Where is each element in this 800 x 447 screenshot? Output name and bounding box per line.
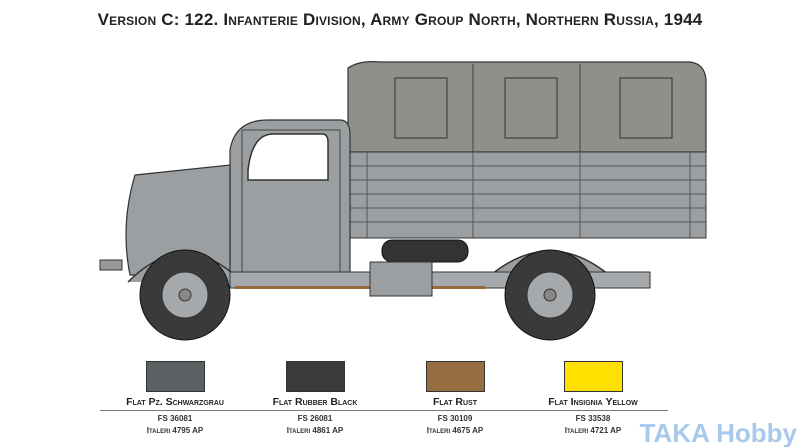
- spare-tire: [381, 239, 469, 263]
- swatch-color-box: [425, 361, 485, 392]
- swatch-name: Flat Rust: [380, 396, 530, 411]
- color-swatch-rubber-black: Flat Rubber Black FS 26081 Italeri 4861 …: [240, 361, 390, 435]
- swatch-fs-code: FS 30109: [437, 414, 473, 423]
- color-swatch-schwarzgrau: Flat Pz. Schwarzgrau FS 36081 Italeri 47…: [100, 361, 250, 435]
- swatch-name: Flat Rubber Black: [240, 396, 390, 411]
- swatch-fs-code: FS 36081: [157, 414, 193, 423]
- swatch-name: Flat Pz. Schwarzgrau: [100, 396, 250, 411]
- front-bumper: [99, 259, 123, 271]
- swatch-fs-code: FS 33538: [575, 414, 611, 423]
- canvas-panel: [394, 77, 448, 139]
- color-swatch-insignia-yellow: Flat Insignia Yellow FS 33538 Italeri 47…: [518, 361, 668, 435]
- swatch-color-box: [145, 361, 205, 392]
- swatch-fs-code: FS 26081: [297, 414, 333, 423]
- swatch-italeri-code: Italeri 4721 AP: [564, 426, 622, 435]
- version-title: Version C: 122. Infanterie Division, Arm…: [97, 10, 703, 29]
- cab-window: [247, 133, 329, 181]
- swatch-italeri-code: Italeri 4861 AP: [286, 426, 344, 435]
- swatch-italeri-code: Italeri 4795 AP: [146, 426, 204, 435]
- swatch-italeri-code: Italeri 4675 AP: [426, 426, 484, 435]
- front-wheel: [139, 249, 231, 341]
- chassis-rail: [235, 286, 485, 289]
- color-swatch-rust: Flat Rust FS 30109 Italeri 4675 AP: [380, 361, 530, 435]
- truck-illustration: [99, 61, 707, 341]
- canvas-cover: [347, 61, 707, 153]
- rear-wheel: [504, 249, 596, 341]
- swatch-color-box: [285, 361, 345, 392]
- swatch-color-box: [563, 361, 623, 392]
- swatch-name: Flat Insignia Yellow: [518, 396, 668, 411]
- tool-box: [369, 261, 433, 297]
- cargo-bed: [347, 151, 707, 239]
- canvas-panel: [619, 77, 673, 139]
- canvas-panel: [504, 77, 558, 139]
- watermark: TAKA Hobby: [639, 418, 797, 447]
